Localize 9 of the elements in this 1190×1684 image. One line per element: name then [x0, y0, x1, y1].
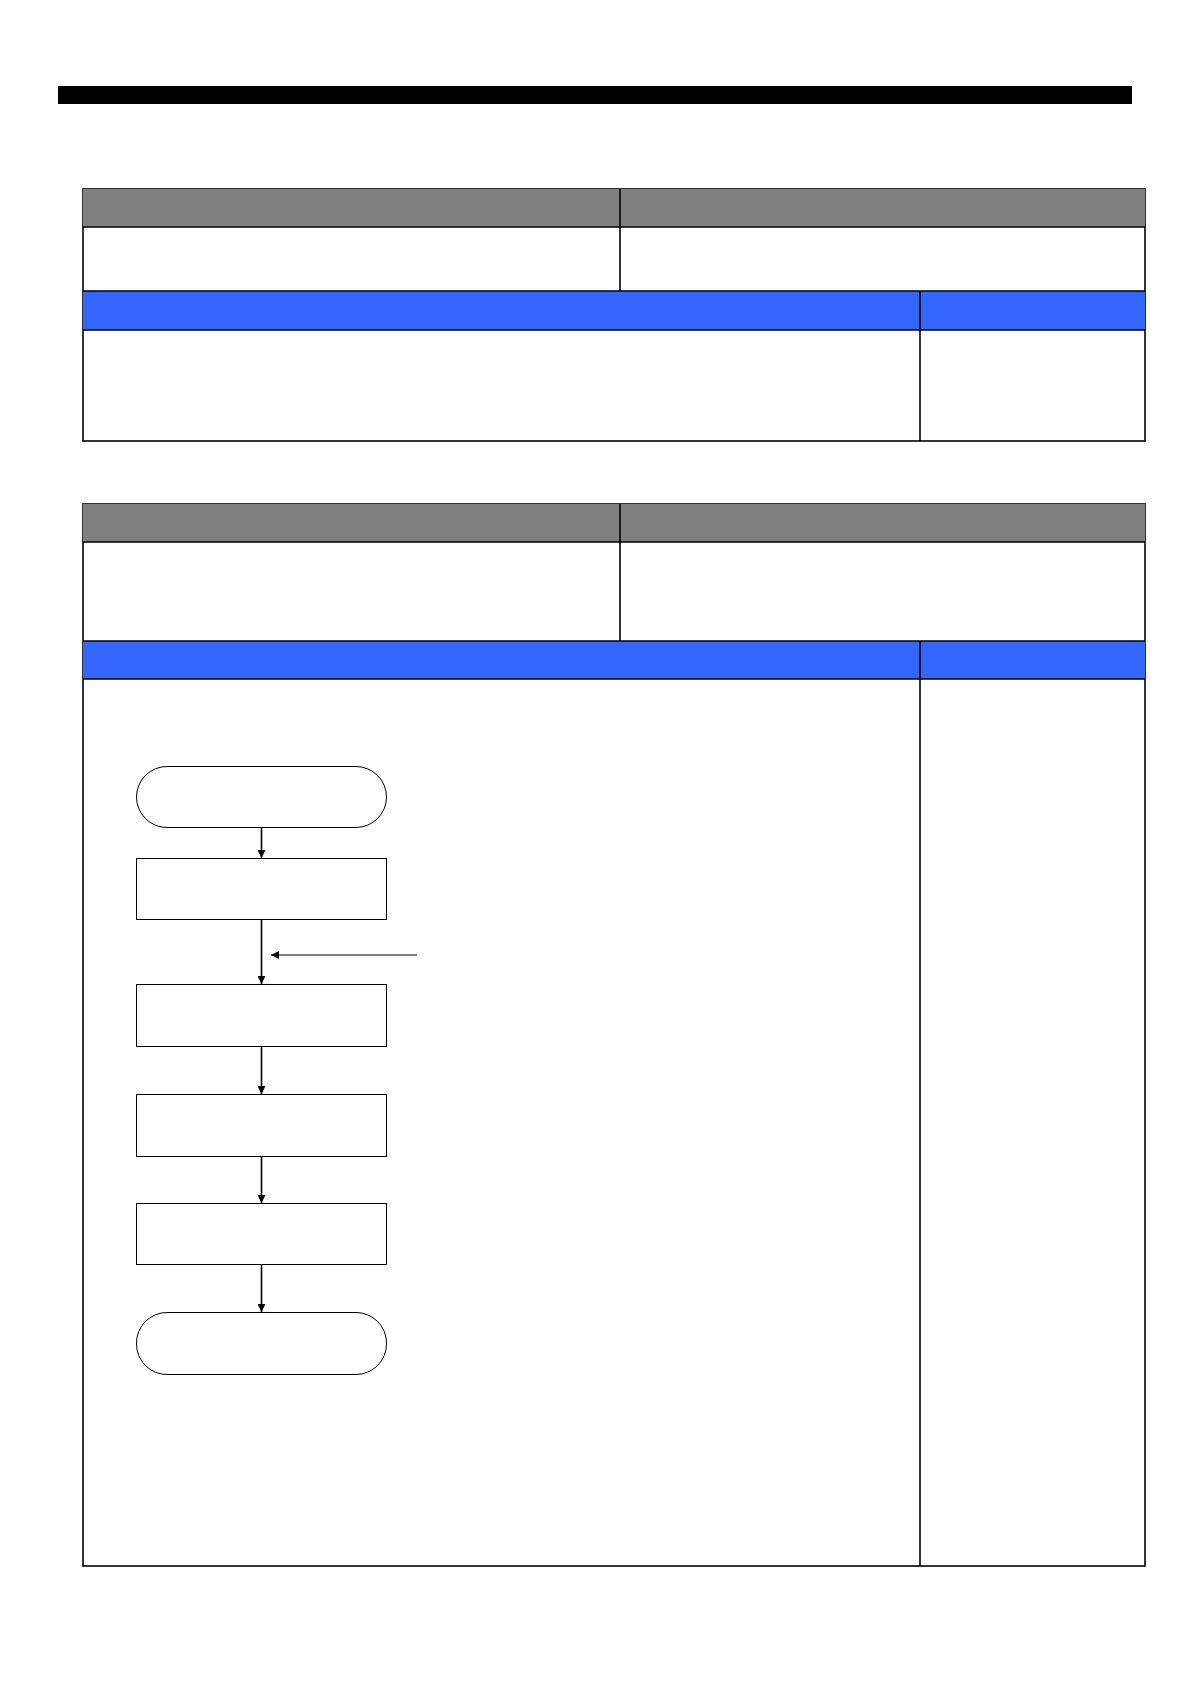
arrow [257, 1264, 266, 1313]
process-box [136, 1203, 387, 1265]
process-box [136, 984, 387, 1047]
arrow [257, 1046, 266, 1095]
arrow [257, 1156, 266, 1204]
process-box [136, 1094, 387, 1157]
process-box [136, 858, 387, 920]
arrow [257, 827, 266, 859]
arrow [257, 919, 266, 985]
